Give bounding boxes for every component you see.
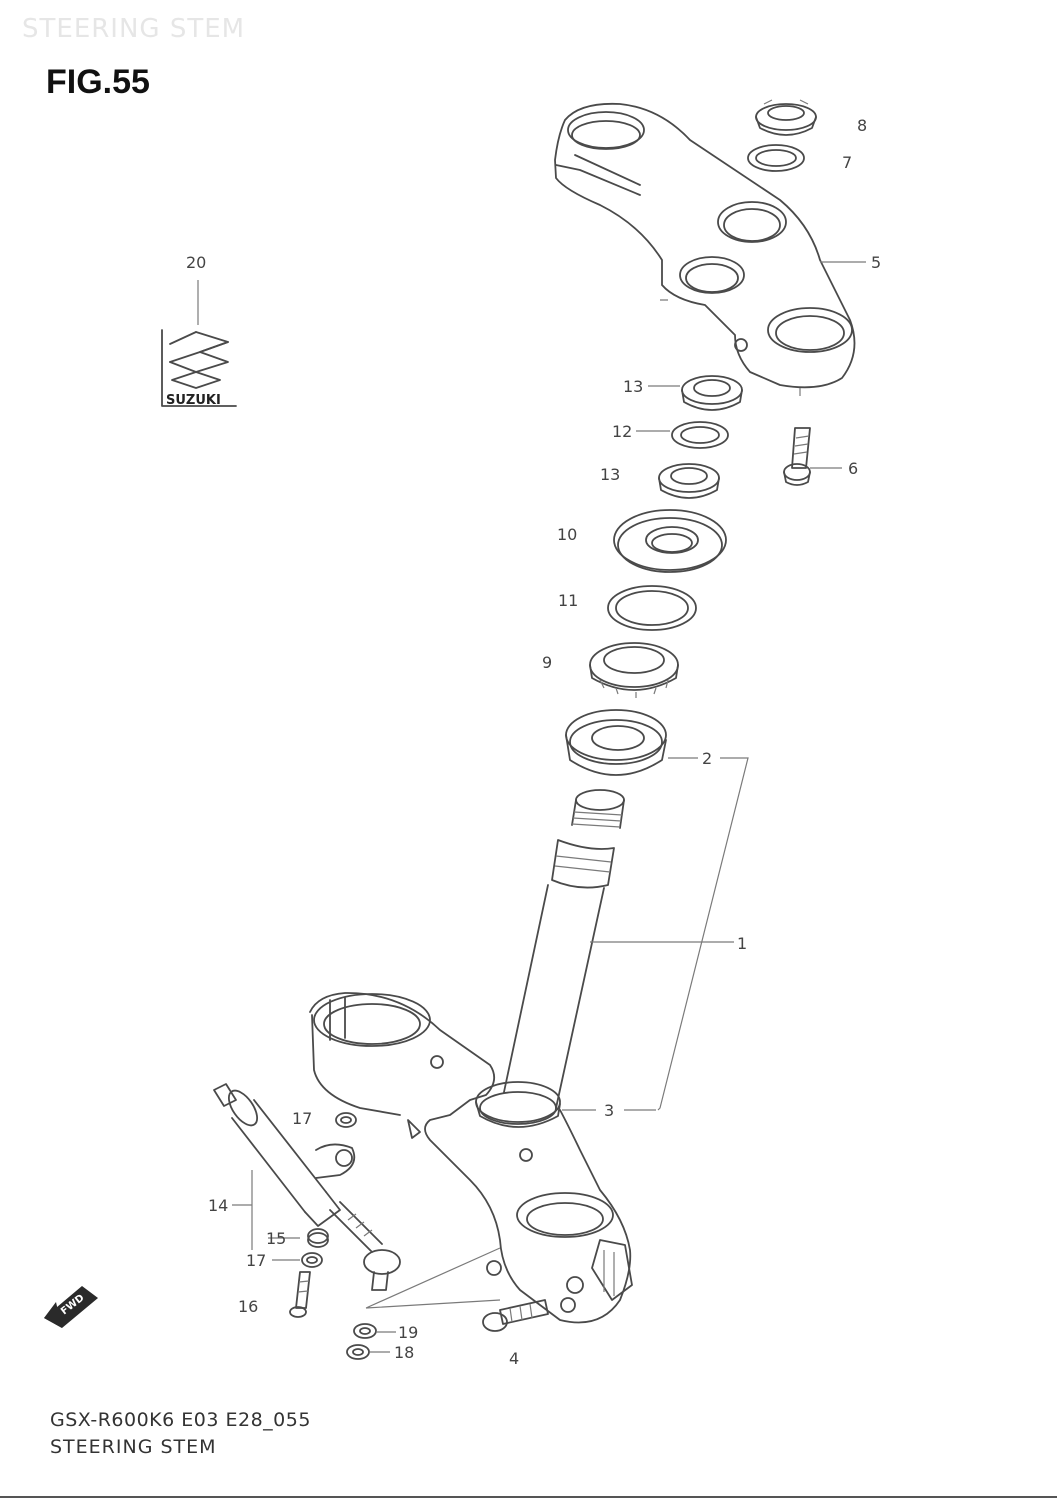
callout-4: 4 [509,1349,519,1368]
callout-10: 10 [557,525,577,544]
callout-8: 8 [857,116,867,135]
part-2-bearing-race [565,709,667,776]
fwd-arrow-icon: FWD [44,1286,98,1328]
callout-3: 3 [604,1101,614,1120]
suzuki-s-logo-icon [169,331,229,389]
part-3-lower-bearing [475,1081,561,1128]
callout-2: 2 [702,749,712,768]
callout-9: 9 [542,653,552,672]
part-20-emblem: SUZUKI [161,280,237,408]
callout-11: 11 [558,591,578,610]
part-6-bolt [783,427,811,486]
diagram-caption: STEERING STEM [50,1436,217,1458]
part-13-lower-nut [658,463,720,499]
part-10-dust-seal [613,509,727,573]
callout-13-upper: 13 [623,377,643,396]
callout-15: 15 [266,1229,286,1248]
part-17-lower-washer [301,1252,323,1268]
callout-16: 16 [238,1297,258,1316]
part-12-lock-washer [671,421,729,449]
part-18-nut [346,1344,370,1360]
callout-18: 18 [394,1343,414,1362]
callout-7: 7 [842,153,852,172]
lower-bracket [309,992,633,1324]
part-11-seal [607,585,697,631]
callout-12: 12 [612,422,632,441]
part-7-washer [747,144,805,172]
part-19-washer [353,1323,377,1339]
model-code: GSX-R600K6 E03 E28_055 [50,1409,311,1431]
part-14-steering-damper [213,1083,401,1291]
watermark-title: STEERING STEM [22,14,246,44]
part-4-bolt [482,1299,549,1332]
callout-1: 1 [737,934,747,953]
part-8-stem-nut [755,99,817,136]
callout-17-lower: 17 [246,1251,266,1270]
part-13-upper-nut [681,375,743,411]
callout-6: 6 [848,459,858,478]
callout-20: 20 [186,253,206,272]
callout-labels: 1 2 3 4 5 6 7 8 9 10 11 12 13 13 14 15 1… [186,116,881,1368]
part-1-steering-stem [503,789,625,1109]
callout-17-upper: 17 [292,1109,312,1128]
callout-19: 19 [398,1323,418,1342]
figure-number: FIG.55 [46,63,150,101]
callout-14: 14 [208,1196,228,1215]
part-16-bolt [289,1271,311,1318]
part-15-spacer [307,1228,329,1248]
callout-5: 5 [871,253,881,272]
page-border [0,1496,1057,1498]
leader-lines [232,261,866,1353]
part-5-upper-bracket [554,102,856,396]
part-9-upper-bearing [589,642,679,698]
emblem-brand-text: SUZUKI [166,393,221,408]
part-17-upper-washer [335,1112,357,1128]
callout-13-lower: 13 [600,465,620,484]
